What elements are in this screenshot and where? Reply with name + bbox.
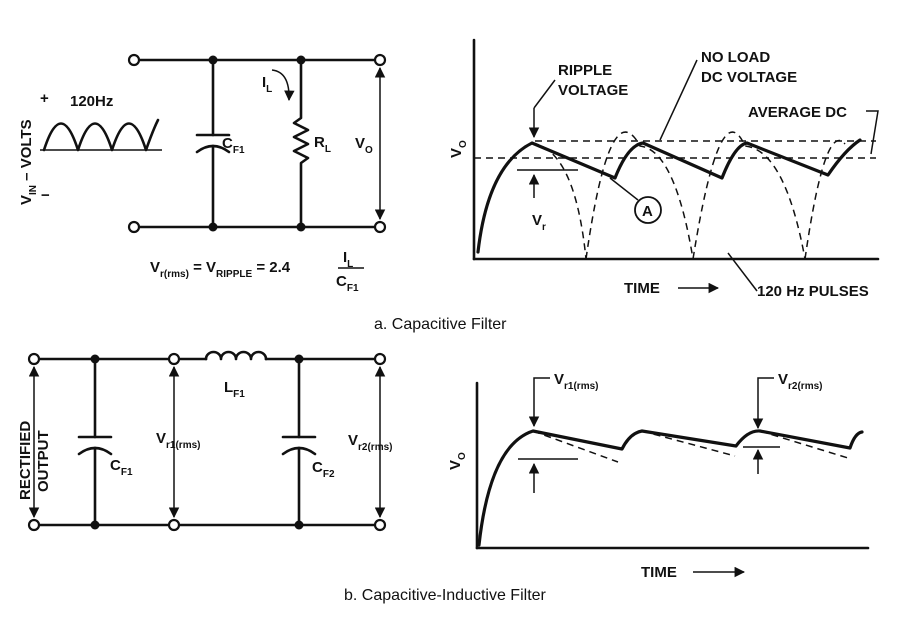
rl-label: RL [314, 134, 331, 155]
pulse-1 [531, 142, 587, 260]
vr1-top-label: Vr1(rms) [554, 371, 598, 392]
plus-sign: + [40, 90, 49, 107]
vin-axis-label: VIN – VOLTS [18, 119, 39, 205]
cf1-label: CF1 [222, 135, 245, 156]
pulse-4 [804, 139, 846, 260]
resistor-rl [292, 58, 310, 229]
rectified-label-1: RECTIFIED [17, 421, 34, 500]
pulse-2 [585, 131, 694, 260]
no-load-label-2: DC VOLTAGE [701, 69, 797, 86]
no-load-label-1: NO LOAD [701, 49, 770, 66]
b-output-terminal-top [373, 352, 387, 366]
capacitor-cf1 [195, 58, 231, 229]
ripple-voltage-label-1: RIPPLE [558, 62, 612, 79]
output-curve-b [477, 429, 864, 547]
ripple-voltage-label-2: VOLTAGE [558, 82, 628, 99]
graph-a-y-label: VO [448, 140, 469, 158]
input-terminal-bottom [127, 220, 141, 234]
ripple-formula: Vr(rms) = VRIPPLE = 2.4 IL CF1 [150, 249, 364, 294]
inductor-lf1 [204, 350, 268, 361]
average-dc-label: AVERAGE DC [748, 104, 847, 121]
b-input-terminal-top [27, 352, 41, 366]
time-label-a: TIME [624, 280, 660, 297]
output-terminal-top [373, 53, 387, 67]
filtered-output-curve [476, 138, 862, 254]
rectified-label-2: OUTPUT [35, 430, 52, 492]
current-arrow [271, 69, 295, 102]
cf2-label: CF2 [312, 459, 335, 480]
point-a-label: A [642, 203, 653, 220]
pulses-label: 120 Hz PULSES [757, 283, 869, 300]
b-mid-terminal-bottom [167, 518, 181, 532]
lf1-label: LF1 [224, 379, 245, 400]
il-label: IL [262, 74, 272, 95]
minus-sign: − [41, 187, 50, 204]
capacitive-filter-graph: VO Vr RIPPLE VOLTAGE NO LOAD DC VOLTAGE … [374, 38, 880, 333]
capacitor-cf2 [281, 357, 317, 527]
svg-text:CF1: CF1 [336, 273, 359, 294]
capacitive-inductive-filter-graph: VO Vr1(rms) Vr2(rms) TIME b. Capacitive-… [344, 371, 870, 604]
caption-b: b. Capacitive-Inductive Filter [344, 587, 547, 604]
graph-b-y-label: VO [447, 452, 468, 470]
capacitive-inductive-filter-circuit: RECTIFIED OUTPUT CF1 Vr1(rms) LF1 CF2 Vr… [17, 350, 392, 532]
cf1-b-label: CF1 [110, 457, 133, 478]
b-input-terminal-bottom [27, 518, 41, 532]
b-mid-terminal-top [167, 352, 181, 366]
vo-label: VO [355, 135, 373, 156]
svg-text:IL: IL [343, 249, 353, 270]
vr2-label: Vr2(rms) [348, 432, 392, 453]
time-label-b: TIME [641, 564, 677, 581]
input-waveform [40, 118, 162, 152]
pulse-3 [692, 131, 806, 260]
vr1-label: Vr1(rms) [156, 430, 200, 451]
vr2-top-label: Vr2(rms) [778, 371, 822, 392]
capacitive-filter-circuit: CF1 RL IL VO 120Hz + − VIN – VOLTS Vr(rm… [18, 53, 387, 294]
ripple-dashes-b [532, 430, 849, 463]
input-freq-label: 120Hz [70, 93, 113, 110]
svg-text:Vr(rms) = VRIPPLE = 2.4: Vr(rms) = VRIPPLE = 2.4 [150, 259, 291, 280]
output-terminal-bottom [373, 220, 387, 234]
point-a-marker [634, 196, 662, 224]
input-terminal-top [127, 53, 141, 67]
b-output-terminal-bottom [373, 518, 387, 532]
capacitor-cf1-b [77, 357, 113, 527]
caption-a: a. Capacitive Filter [374, 316, 507, 333]
vr-label: Vr [532, 212, 546, 233]
